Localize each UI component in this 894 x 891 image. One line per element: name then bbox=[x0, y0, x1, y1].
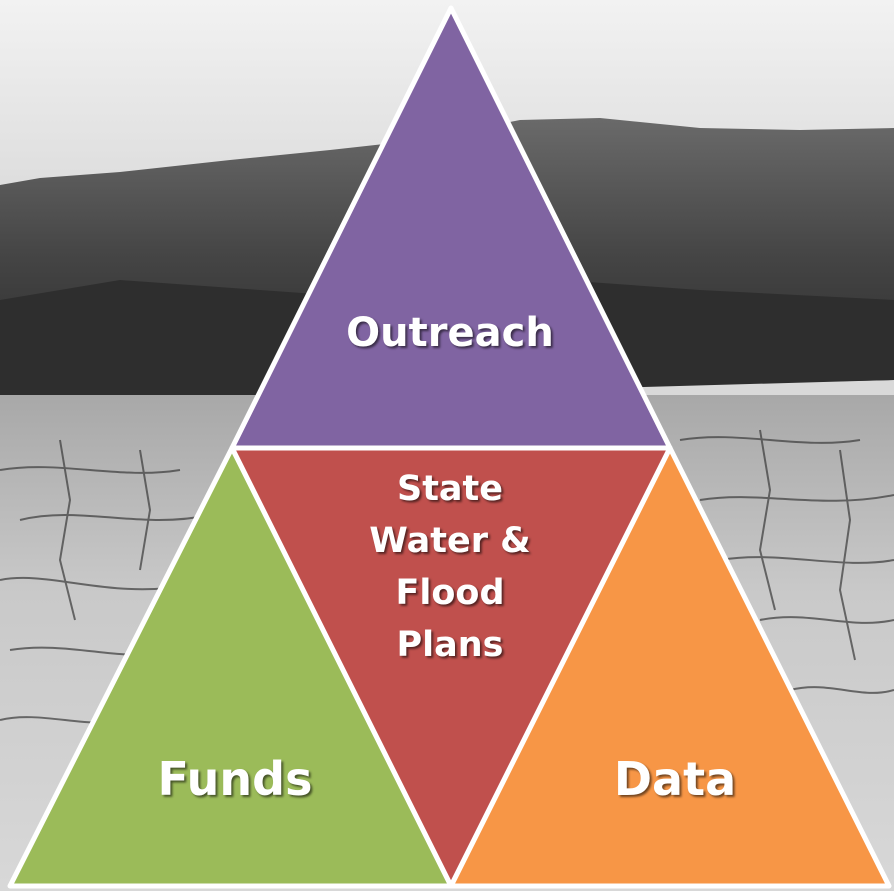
ground-cracks bbox=[0, 429, 894, 724]
data-label: Data bbox=[613, 752, 737, 806]
outreach-triangle bbox=[229, 5, 673, 451]
outreach-label: Outreach bbox=[346, 310, 554, 356]
center-label-line: Flood bbox=[395, 573, 505, 613]
center-label-line: State bbox=[396, 469, 504, 509]
center-label-line: Plans bbox=[396, 625, 504, 665]
state-water-flood-plans-label: State Water & Flood Plans bbox=[330, 463, 570, 671]
funds-label: Funds bbox=[157, 752, 313, 806]
funds-triangle bbox=[7, 445, 454, 889]
data-triangle bbox=[448, 445, 892, 889]
center-label-line: Water & bbox=[369, 521, 531, 561]
